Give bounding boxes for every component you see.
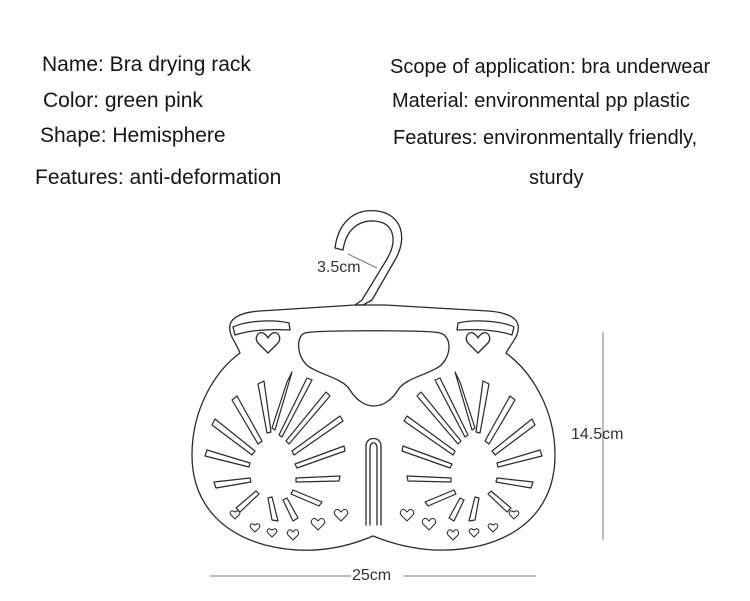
spec-name: Name: Bra drying rack xyxy=(42,53,251,76)
spec-color: Color: green pink xyxy=(43,89,203,112)
cup-slot xyxy=(231,395,263,445)
cup-slot xyxy=(424,489,457,507)
cup-slot xyxy=(484,395,516,445)
hook-outline xyxy=(334,210,403,306)
rack-body-outline xyxy=(191,304,556,551)
heart-icon xyxy=(487,523,499,533)
center-clip xyxy=(365,437,382,526)
heart-icon xyxy=(446,529,460,541)
heart-icon xyxy=(468,528,480,538)
cup-slot xyxy=(267,496,279,522)
right-wing-cutout xyxy=(456,320,515,336)
cup-slot xyxy=(495,477,534,489)
cup-slot xyxy=(468,496,480,522)
cup-slot xyxy=(406,475,452,483)
cup-slot xyxy=(211,418,256,456)
heart-icon xyxy=(249,523,261,533)
cup-slot xyxy=(257,380,272,434)
cup-slot xyxy=(403,415,456,456)
cup-slot xyxy=(213,477,252,489)
heart-icon xyxy=(421,518,437,531)
heart-icon xyxy=(333,509,349,522)
cup-slot xyxy=(448,497,465,522)
heart-icon xyxy=(286,529,300,541)
cup-slot xyxy=(291,415,344,456)
heart-icon xyxy=(399,509,415,522)
cup-slot xyxy=(204,449,251,468)
width-dimension-label: 25cm xyxy=(351,567,393,585)
cup-slot xyxy=(278,377,313,438)
cup-slot xyxy=(487,490,512,513)
spec-features-left: Features: anti-deformation xyxy=(35,166,282,189)
heart-icon xyxy=(266,528,278,538)
hook-dimension-label: 3.5cm xyxy=(317,259,361,276)
heart-icon xyxy=(465,332,491,354)
height-dimension-label: 14.5cm xyxy=(571,426,624,443)
cup-slot xyxy=(295,475,341,483)
heart-icon xyxy=(255,332,281,354)
heart-icon xyxy=(229,510,241,520)
cup-slot xyxy=(282,497,299,522)
left-wing-cutout xyxy=(232,320,291,336)
spec-shape: Shape: Hemisphere xyxy=(40,124,226,147)
heart-icon xyxy=(310,518,326,531)
spec-material: Material: environmental pp plastic xyxy=(392,90,690,112)
cup-slot xyxy=(416,391,462,445)
hook-dimension-line xyxy=(347,253,378,269)
cup-slot xyxy=(491,418,536,456)
center-clip-inner xyxy=(369,442,378,526)
spec-features-right-continued: sturdy xyxy=(529,167,584,189)
cup-slot xyxy=(294,445,346,469)
spec-scope: Scope of application: bra underwear xyxy=(390,56,711,78)
cup-slot xyxy=(434,377,469,438)
spec-features-right: Features: environmentally friendly, xyxy=(393,127,698,149)
cup-slot xyxy=(475,380,490,434)
cup-slot xyxy=(285,391,331,445)
cup-slot xyxy=(454,371,476,431)
cup-slot xyxy=(496,449,543,468)
heart-icon xyxy=(508,510,520,520)
cup-slot xyxy=(290,489,323,507)
center-cutout xyxy=(297,330,450,407)
cup-slot xyxy=(401,445,453,469)
cup-slot xyxy=(271,371,293,431)
cup-slot xyxy=(235,490,260,513)
